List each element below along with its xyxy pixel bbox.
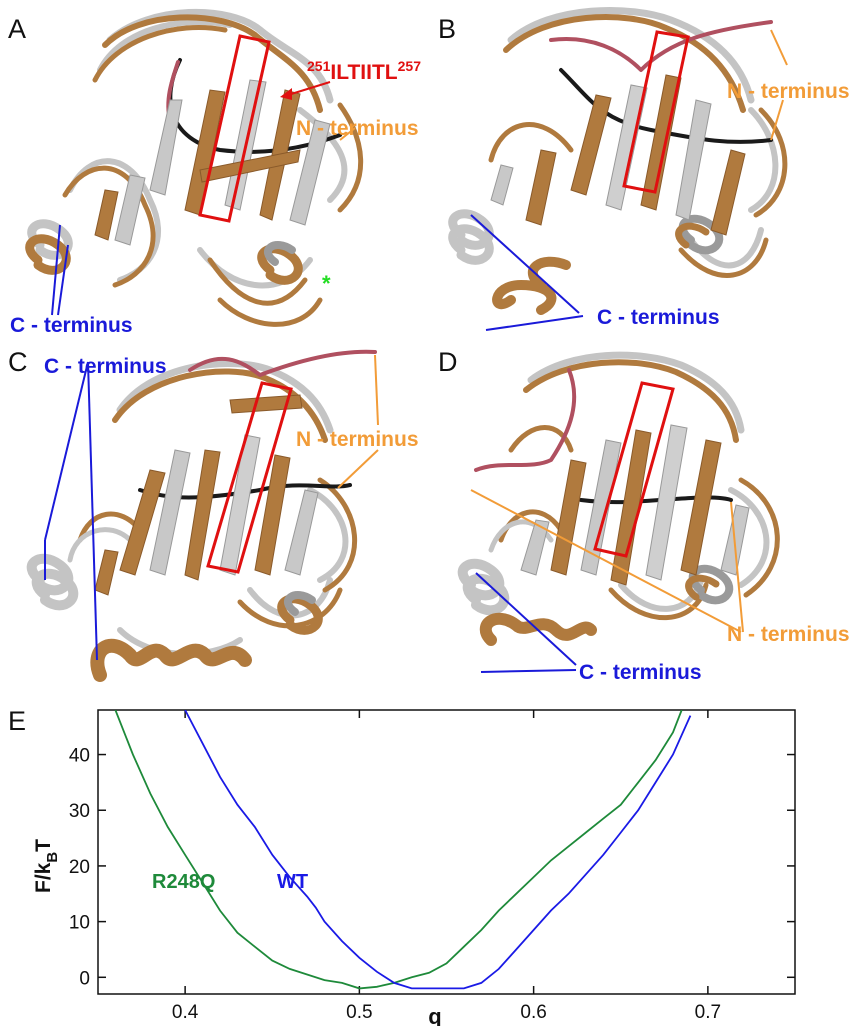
plot-frame <box>97 709 796 995</box>
x-tick-label: 0.7 <box>695 1002 721 1023</box>
asterisk-marker: * <box>322 271 331 296</box>
panel-letter-d: D <box>438 347 458 377</box>
y-tick-label: 10 <box>69 913 90 934</box>
panel-a-c-terminus-label: C - terminus <box>10 314 133 337</box>
x-axis-label: q <box>428 1004 441 1026</box>
y-tick-label: 40 <box>69 746 90 767</box>
chart-axes <box>97 709 796 995</box>
panel-c-c-terminus-label: C - terminus <box>44 355 167 378</box>
chart-ticks: 0.4 0.5 0.6 0.7 0 10 20 30 40 <box>69 710 795 1023</box>
series-line-r248q <box>114 710 683 990</box>
legend-label-r248q: R248Q <box>152 871 216 893</box>
panel-d-structure <box>457 351 780 673</box>
chart-series <box>114 710 692 990</box>
series-line-wt <box>184 710 692 990</box>
free-energy-chart: 0.4 0.5 0.6 0.7 0 10 20 30 40 F/kBT q <box>32 709 796 1026</box>
x-tick-label: 0.5 <box>346 1002 372 1023</box>
y-axis-label: F/kBT <box>32 839 61 893</box>
legend-label-wt: WT <box>277 871 309 893</box>
panel-b-n-terminus-label: N - terminus <box>727 80 850 103</box>
panel-a-n-terminus-label: N - terminus <box>296 117 419 140</box>
panel-b-c-terminus-label: C - terminus <box>597 306 720 329</box>
panel-letter-c: C <box>8 347 28 377</box>
y-tick-label: 30 <box>69 801 90 822</box>
panel-a-structure <box>25 8 364 327</box>
motif-label: 251ILTIITL257 <box>307 58 421 84</box>
panel-b-structure <box>448 7 788 331</box>
y-tick-label: 20 <box>69 857 90 878</box>
x-tick-label: 0.6 <box>520 1002 546 1023</box>
panel-letter-e: E <box>8 706 27 736</box>
panel-letter-b: B <box>438 14 457 44</box>
x-tick-label: 0.4 <box>172 1002 199 1023</box>
panel-letter-a: A <box>8 14 27 44</box>
panel-c-n-terminus-label: N - terminus <box>296 428 419 451</box>
panel-d-c-terminus-label: C - terminus <box>579 661 702 684</box>
y-tick-label: 0 <box>79 968 90 989</box>
panel-d-n-terminus-label: N - terminus <box>727 623 850 646</box>
panel-c-structure <box>26 349 379 682</box>
